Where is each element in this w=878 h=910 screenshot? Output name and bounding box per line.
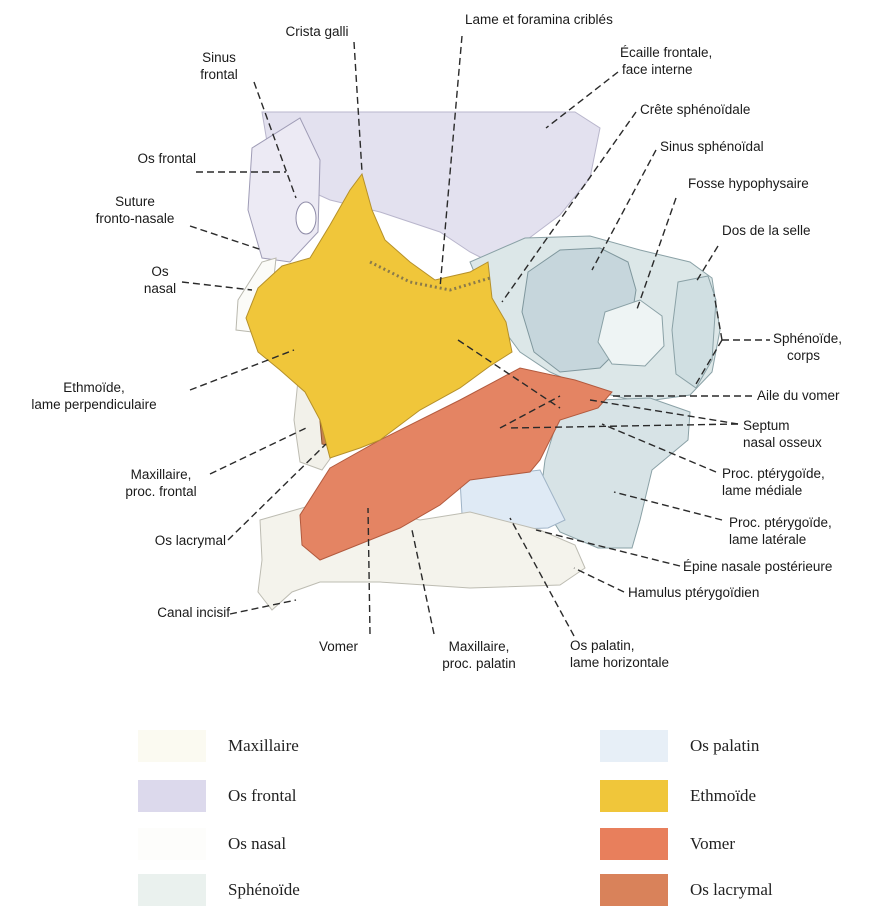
label-lame-criblee: Lame et foramina criblés xyxy=(465,11,613,28)
legend-swatch-ethmoide xyxy=(600,780,668,812)
label-sinus-sphenoidal: Sinus sphénoïdal xyxy=(660,138,764,155)
leader-line-hamulus xyxy=(574,568,624,592)
legend-swatch-sphenoide xyxy=(138,874,206,906)
label-os-frontal: Os frontal xyxy=(100,150,196,167)
legend-swatch-maxillaire xyxy=(138,730,206,762)
label-aile-vomer: Aile du vomer xyxy=(757,387,840,404)
legend-label-os-palatin: Os palatin xyxy=(690,736,759,756)
legend-label-os-nasal: Os nasal xyxy=(228,834,286,854)
label-epine-nasale-posterieure: Épine nasale postérieure xyxy=(683,558,832,575)
legend-label-sphenoide: Sphénoïde xyxy=(228,880,300,900)
processus-pterygoide xyxy=(540,398,690,548)
frontal-sinus-cut xyxy=(248,118,320,262)
label-sphenoide-corps: Sphénoïde,corps xyxy=(773,330,842,364)
legend-swatch-os-lacrymal xyxy=(600,874,668,906)
leader-line-canal-incisif xyxy=(230,600,296,614)
label-proc-pterygoide-mediale: Proc. ptérygoïde,lame médiale xyxy=(722,465,825,499)
legend-label-ethmoide: Ethmoïde xyxy=(690,786,756,806)
label-maxillaire-proc-palatin: Maxillaire,proc. palatin xyxy=(424,638,534,672)
label-proc-pterygoide-laterale: Proc. ptérygoïde,lame latérale xyxy=(729,514,832,548)
legend-label-os-lacrymal: Os lacrymal xyxy=(690,880,773,900)
legend-swatch-os-nasal xyxy=(138,828,206,860)
leader-line-os-nasal xyxy=(182,282,252,290)
frontal-sinus-cavity xyxy=(296,202,316,234)
legend-swatch-os-palatin xyxy=(600,730,668,762)
label-ecaille-frontale: Écaille frontale,face interne xyxy=(620,44,712,78)
legend-label-maxillaire: Maxillaire xyxy=(228,736,299,756)
leader-line-maxillaire-proc-frontal xyxy=(210,428,306,474)
label-os-lacrymal: Os lacrymal xyxy=(120,532,226,549)
label-fosse-hypophysaire: Fosse hypophysaire xyxy=(688,175,809,192)
legend-label-os-frontal: Os frontal xyxy=(228,786,296,806)
label-maxillaire-proc-frontal: Maxillaire,proc. frontal xyxy=(106,466,216,500)
legend-swatch-vomer xyxy=(600,828,668,860)
legend-swatch-os-frontal xyxy=(138,780,206,812)
label-dos-selle: Dos de la selle xyxy=(722,222,811,239)
label-canal-incisif: Canal incisif xyxy=(110,604,230,621)
label-ethmoide-lame: Ethmoïde,lame perpendiculaire xyxy=(6,379,182,413)
leader-line-ethmoide-lame xyxy=(190,350,294,390)
legend-label-vomer: Vomer xyxy=(690,834,735,854)
label-crista-galli: Crista galli xyxy=(272,23,362,40)
label-crete-sphenoidale: Crête sphénoïdale xyxy=(640,101,750,118)
label-os-palatin-lame: Os palatin,lame horizontale xyxy=(570,637,669,671)
leader-line-suture-fronto-nasale xyxy=(190,226,262,250)
label-vomer: Vomer xyxy=(319,638,358,655)
label-hamulus-pterygoidien: Hamulus ptérygoïdien xyxy=(628,584,759,601)
